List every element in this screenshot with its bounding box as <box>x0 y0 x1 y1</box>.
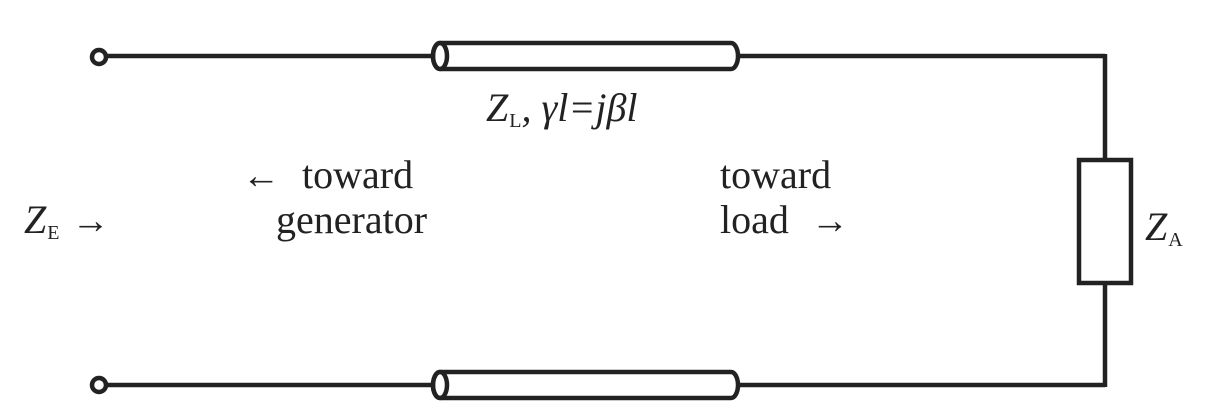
bottom-coax-segment <box>430 369 741 401</box>
toward-generator-label: ←toward <box>242 152 414 197</box>
toward-generator-text: generator <box>276 197 428 242</box>
input-terminal-bottom <box>89 375 109 395</box>
load-resistor <box>1076 157 1134 286</box>
line-parameter-label: ZL, γl=jβl <box>486 85 638 132</box>
load-impedance-label: ZA <box>1145 204 1183 251</box>
input-terminal-top <box>89 47 109 67</box>
top-coax-segment <box>430 40 741 72</box>
left-arrow-icon: ← <box>242 155 280 197</box>
input-impedance-label: ZE→ <box>24 197 110 244</box>
input-arrow-icon: → <box>71 200 110 242</box>
right-arrow-icon: → <box>810 200 849 242</box>
toward-load-text: load→ <box>720 197 849 242</box>
toward-load-label: toward <box>720 152 832 197</box>
